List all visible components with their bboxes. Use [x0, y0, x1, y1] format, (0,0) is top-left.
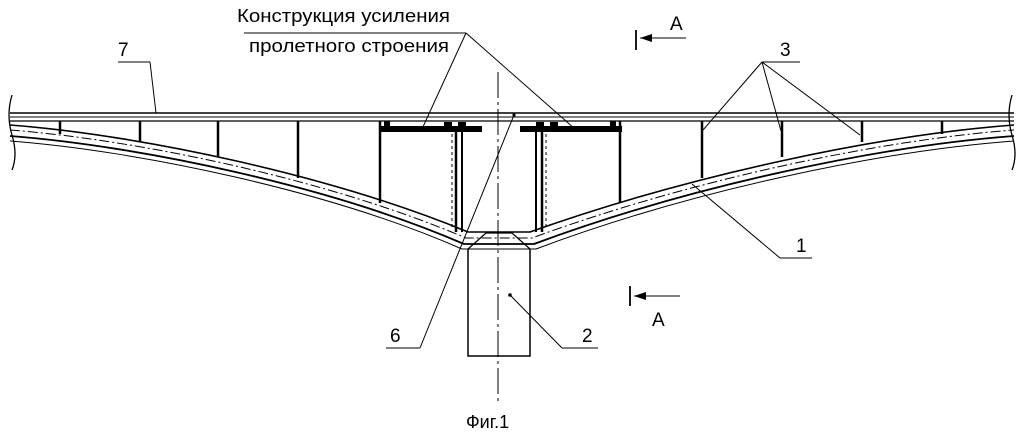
section-label-top: А: [670, 14, 683, 35]
pier: [467, 232, 531, 357]
label-1: 1: [796, 236, 807, 257]
leader-2: [508, 293, 598, 349]
right-break-line: [1008, 94, 1016, 171]
label-7: 7: [118, 40, 129, 61]
leader-7: [118, 61, 157, 114]
left-break-line: [8, 94, 16, 171]
figure-caption: Фиг.1: [466, 412, 509, 432]
reinforcement-structure-left: [380, 121, 482, 232]
reinforcement-structure-right: [520, 121, 622, 232]
haunched-girder: [9, 124, 1015, 250]
leader-title: [244, 32, 576, 130]
cross-frames: [58, 121, 944, 232]
label-6: 6: [390, 326, 401, 347]
label-3: 3: [780, 40, 791, 61]
title-line-1: Конструкция усиления: [237, 6, 450, 26]
section-marker-top: [635, 30, 686, 50]
label-2: 2: [582, 326, 593, 347]
section-label-bottom: А: [652, 310, 665, 331]
leader-3: [702, 61, 861, 136]
leader-1: [691, 183, 812, 259]
title-line-2: пролетного строения: [249, 36, 449, 56]
leader-6: [386, 113, 516, 349]
section-marker-bottom: [629, 286, 680, 306]
